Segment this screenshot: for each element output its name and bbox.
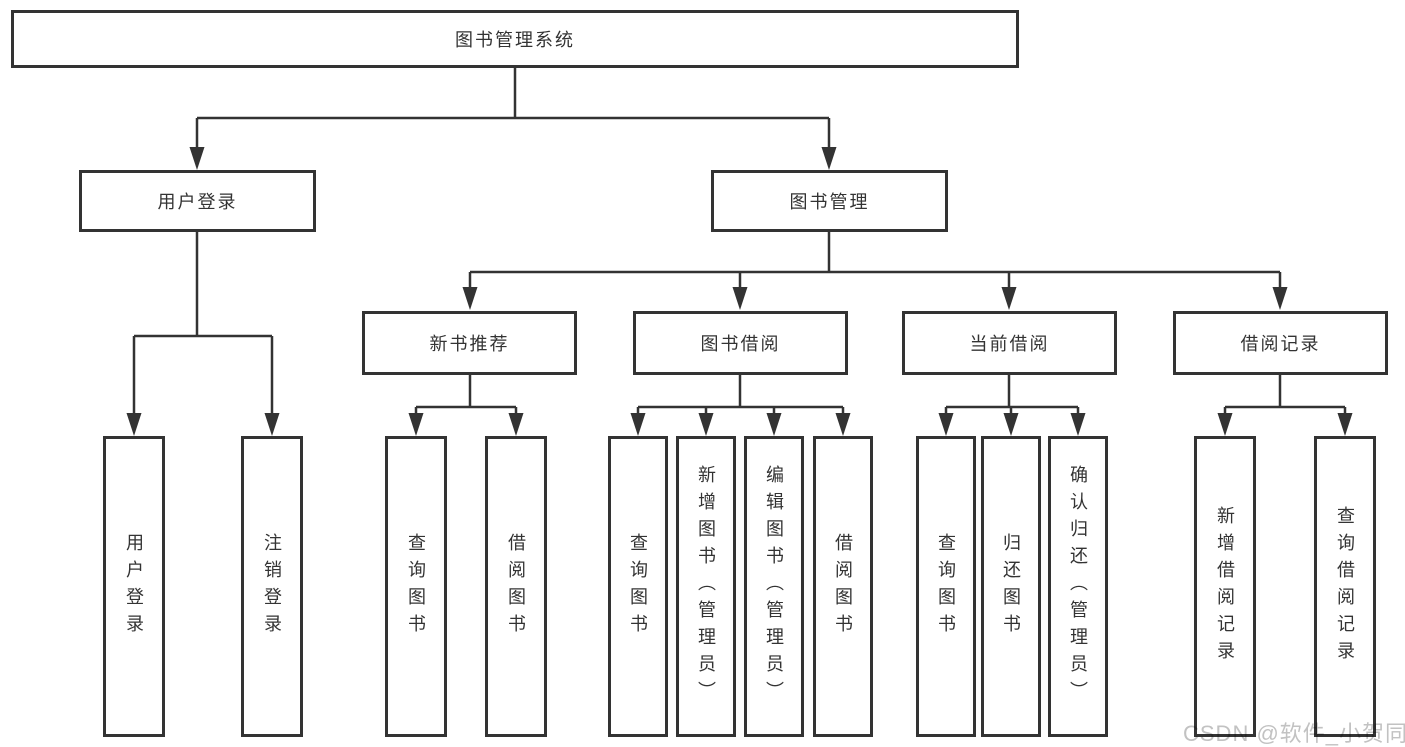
- node-book-borrow: 图书借阅: [633, 311, 848, 375]
- leaf-borrow-books: 借阅图书: [813, 436, 873, 737]
- leaf-label: 归还图书: [1001, 532, 1021, 641]
- leaf-label: 编辑图书（管理员）: [764, 465, 784, 708]
- leaf-user-login: 用户登录: [103, 436, 165, 737]
- node-borrow-records: 借阅记录: [1173, 311, 1388, 375]
- leaf-label: 借阅图书: [833, 532, 853, 641]
- node-label: 用户登录: [157, 192, 238, 212]
- leaf-label: 查询图书: [628, 532, 648, 641]
- leaf-query-books-recommend: 查询图书: [385, 436, 447, 737]
- leaf-label: 查询借阅记录: [1335, 505, 1355, 668]
- node-label: 借阅记录: [1240, 334, 1321, 354]
- leaf-label: 注销登录: [262, 532, 282, 641]
- leaf-label: 查询图书: [936, 532, 956, 641]
- node-label: 当前借阅: [969, 334, 1050, 354]
- leaf-confirm-return-admin: 确认归还（管理员）: [1048, 436, 1108, 737]
- leaf-borrow-books-recommend: 借阅图书: [485, 436, 547, 737]
- leaf-label: 新增借阅记录: [1215, 505, 1235, 668]
- node-current-borrow: 当前借阅: [902, 311, 1117, 375]
- leaf-query-borrow-record: 查询借阅记录: [1314, 436, 1376, 737]
- leaf-label: 查询图书: [406, 532, 426, 641]
- leaf-add-books-admin: 新增图书（管理员）: [676, 436, 736, 737]
- node-label: 图书管理: [789, 192, 870, 212]
- leaf-label: 借阅图书: [506, 532, 526, 641]
- leaf-label: 用户登录: [124, 532, 144, 641]
- node-library-management-system: 图书管理系统: [11, 10, 1019, 68]
- leaf-label: 新增图书（管理员）: [696, 465, 716, 708]
- leaf-return-books: 归还图书: [981, 436, 1041, 737]
- node-label: 图书借阅: [700, 334, 781, 354]
- leaf-query-books-current: 查询图书: [916, 436, 976, 737]
- node-new-book-recommend: 新书推荐: [362, 311, 577, 375]
- node-user-login: 用户登录: [79, 170, 316, 232]
- leaf-label: 确认归还（管理员）: [1068, 465, 1088, 708]
- leaf-query-books-borrow: 查询图书: [608, 436, 668, 737]
- leaf-edit-books-admin: 编辑图书（管理员）: [744, 436, 804, 737]
- leaf-logout: 注销登录: [241, 436, 303, 737]
- node-book-management: 图书管理: [711, 170, 948, 232]
- node-label: 新书推荐: [429, 334, 510, 354]
- node-label: 图书管理系统: [455, 30, 575, 50]
- leaf-add-borrow-record: 新增借阅记录: [1194, 436, 1256, 737]
- csdn-watermark: CSDN @软件_小贺同学: [1183, 721, 1405, 746]
